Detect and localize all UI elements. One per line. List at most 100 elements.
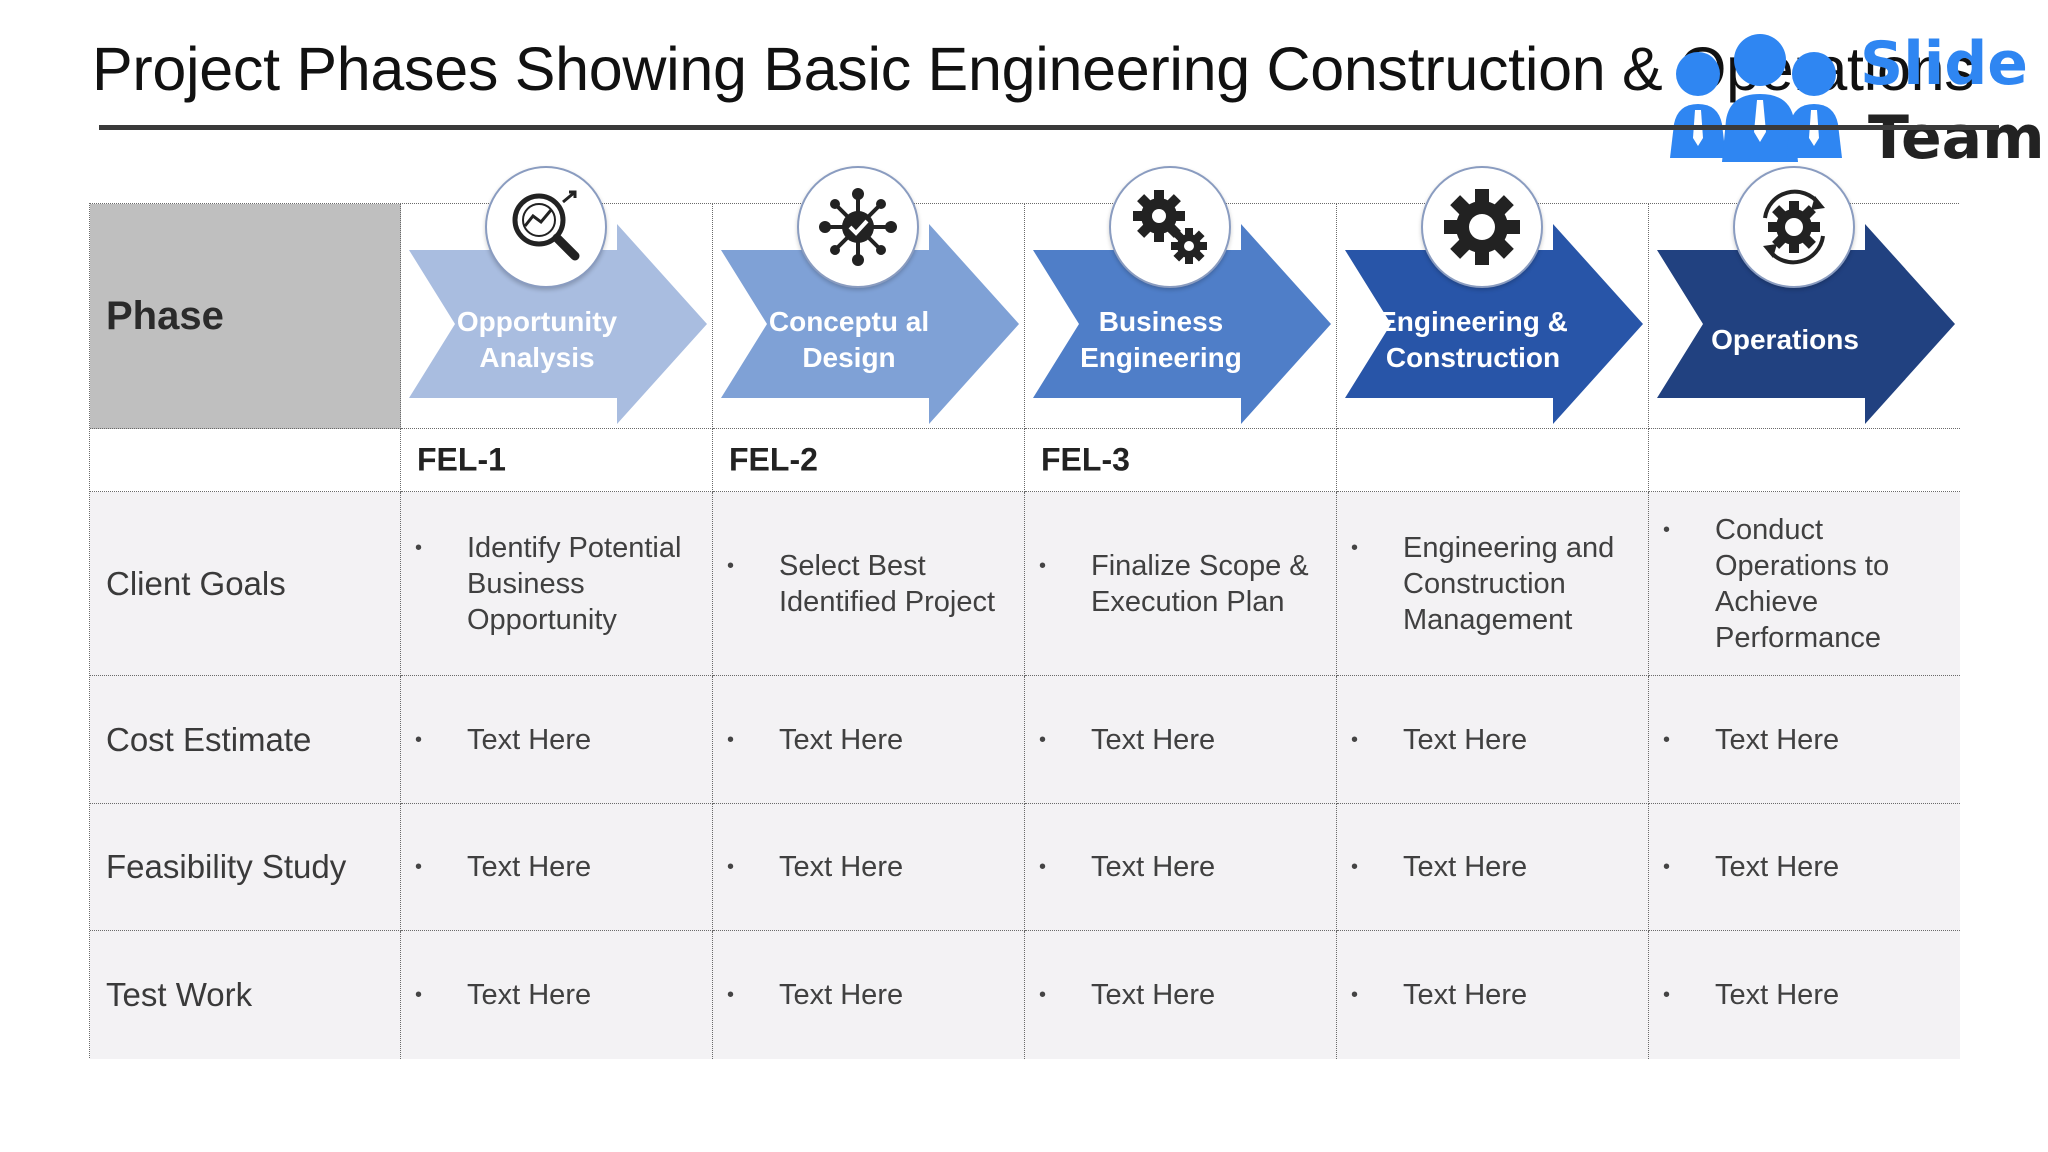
fel-cell: FEL-1 <box>401 429 713 492</box>
table-cell: • Text Here <box>1025 676 1337 804</box>
bullet-item: • Text Here <box>1351 977 1640 1013</box>
page-title: Project Phases Showing Basic Engineering… <box>92 35 1975 103</box>
phase-label-opportunity-analysis: Opportunity Analysis <box>456 306 618 373</box>
table-cell: •Text Here <box>1337 804 1649 931</box>
bullet-item: •Text Here <box>1039 977 1328 1013</box>
table-cell: •Text Here <box>1025 931 1337 1059</box>
row-label-cost-estimate: Cost Estimate <box>106 720 312 758</box>
phases-table: Phase Opportunity Analysis Conceptu al D… <box>89 166 1960 1059</box>
table-cell: • Identify Potential Business Opportunity <box>401 492 713 676</box>
cell-text: Text Here <box>779 979 904 1011</box>
cell-text: Text Here <box>779 723 904 756</box>
cell-text: Finalize Scope & Execution Plan <box>1091 549 1309 618</box>
bullet-dot: • <box>1663 856 1671 878</box>
phase-opportunity-analysis: Opportunity Analysis <box>401 166 713 429</box>
bullet-dot: • <box>415 536 423 559</box>
bullet-dot: • <box>1351 728 1359 751</box>
fel-label: FEL-3 <box>1041 441 1130 478</box>
table-cell: • Text Here <box>713 676 1025 804</box>
row-label-test-work: Test Work <box>106 976 253 1013</box>
bullet-dot: • <box>1663 984 1671 1006</box>
table-cell: •Text Here <box>1649 676 1960 804</box>
row-label-feasibility-study: Feasibility Study <box>106 848 347 885</box>
gear-cycle-icon <box>1733 166 1855 288</box>
phase-arrow <box>1033 224 1331 424</box>
bullet-item: • Text Here <box>1039 722 1328 758</box>
cell-text: Identify Potential Business Opportunity <box>467 531 682 636</box>
cell-text: Text Here <box>1715 979 1840 1011</box>
bullet-dot: • <box>727 856 735 878</box>
fel-cell: FEL-3 <box>1025 429 1337 492</box>
bullet-item: • Text Here <box>415 849 704 885</box>
phase-header-label: Phase <box>106 294 224 338</box>
table-cell: • Engineering and Construction Management <box>1337 492 1649 676</box>
phase-arrow <box>721 224 1019 424</box>
bullet-dot: • <box>1351 536 1359 559</box>
cell-text: Text Here <box>467 979 592 1011</box>
phase-label-conceptual-design: Conceptu al Design <box>768 306 930 373</box>
cell-text: Text Here <box>1091 851 1216 883</box>
row-label-cell: Cost Estimate <box>90 676 401 804</box>
table-cell: •Select Best Identified Project <box>713 492 1025 676</box>
team-people-logo-icon <box>1670 34 1842 162</box>
bullet-dot: • <box>415 984 423 1006</box>
bullet-item: • Text Here <box>415 977 704 1013</box>
table-cell: • Text Here <box>713 804 1025 931</box>
table-cell: • Text Here <box>1025 804 1337 931</box>
row-label-cell: Client Goals <box>90 492 401 676</box>
phase-label-engineering-construction: Engineering & Construction <box>1378 306 1568 373</box>
bullet-dot: • <box>727 984 735 1006</box>
phase-header-cell: Phase <box>90 204 401 429</box>
phase-conceptual-design: Conceptu al Design <box>713 166 1025 429</box>
row-label-cell: Test Work <box>90 931 401 1059</box>
cell-text: Text Here <box>1403 979 1528 1011</box>
cell-text: Text Here <box>1715 851 1840 883</box>
bullet-dot: • <box>1039 728 1047 751</box>
phase-arrow <box>1657 224 1955 424</box>
cell-text: Engineering and Construction Management <box>1403 531 1615 636</box>
bullet-item: • Finalize Scope & Execution Plan <box>1039 548 1328 620</box>
slideteam-logo: Slide Team <box>1664 28 2045 168</box>
phase-arrow <box>409 224 707 424</box>
cell-text: Text Here <box>467 851 592 883</box>
bullet-item: •Conduct Operations to Achieve Performan… <box>1663 512 1952 656</box>
table-cell: • Text Here <box>401 931 713 1059</box>
logo-word-team: Team <box>1868 103 2045 173</box>
concept-network-icon <box>797 166 919 288</box>
bullet-dot: • <box>727 554 735 577</box>
bullet-dot: • <box>1039 554 1047 577</box>
bullet-dot: • <box>1663 518 1671 541</box>
row-label-cell: Feasibility Study <box>90 804 401 931</box>
bullet-dot: • <box>727 728 735 751</box>
cell-text: Text Here <box>779 851 904 883</box>
bullet-item: • Text Here <box>727 722 1016 758</box>
phase-label-business-engineering: Business Engineering <box>1080 306 1242 373</box>
table-cell: •Conduct Operations to Achieve Performan… <box>1649 492 1960 676</box>
bullet-dot: • <box>1039 856 1047 878</box>
table-cell: • Finalize Scope & Execution Plan <box>1025 492 1337 676</box>
cell-text: Text Here <box>1091 723 1216 756</box>
bullet-dot: • <box>1351 856 1359 878</box>
bullet-dot: • <box>1663 728 1671 751</box>
fel-cell: FEL-2 <box>713 429 1025 492</box>
fel-cell <box>1649 429 1960 492</box>
fel-cell <box>1337 429 1649 492</box>
bullet-item: • Text Here <box>1663 849 1952 885</box>
phase-label-operations: Operations <box>1711 324 1859 355</box>
table-cell: • Text Here <box>401 804 713 931</box>
bullet-dot: • <box>1039 984 1047 1006</box>
bullet-item: • Text Here <box>727 849 1016 885</box>
bullet-dot: • <box>1351 984 1359 1006</box>
phase-business-engineering: Business Engineering <box>1025 166 1337 429</box>
phase-engineering-construction: Engineering & Construction <box>1337 166 1649 429</box>
fel-label: FEL-1 <box>417 441 506 478</box>
bullet-dot: • <box>415 856 423 878</box>
phase-arrow <box>1345 224 1643 424</box>
table-cell: •Text Here <box>401 676 713 804</box>
bullet-item: • Identify Potential Business Opportunity <box>415 530 704 638</box>
fel-label: FEL-2 <box>729 441 818 478</box>
table-cell: • Text Here <box>1337 931 1649 1059</box>
gears-icon <box>1109 166 1231 288</box>
bullet-item: •Text Here <box>1663 722 1952 758</box>
bullet-item: •Select Best Identified Project <box>727 548 1016 620</box>
